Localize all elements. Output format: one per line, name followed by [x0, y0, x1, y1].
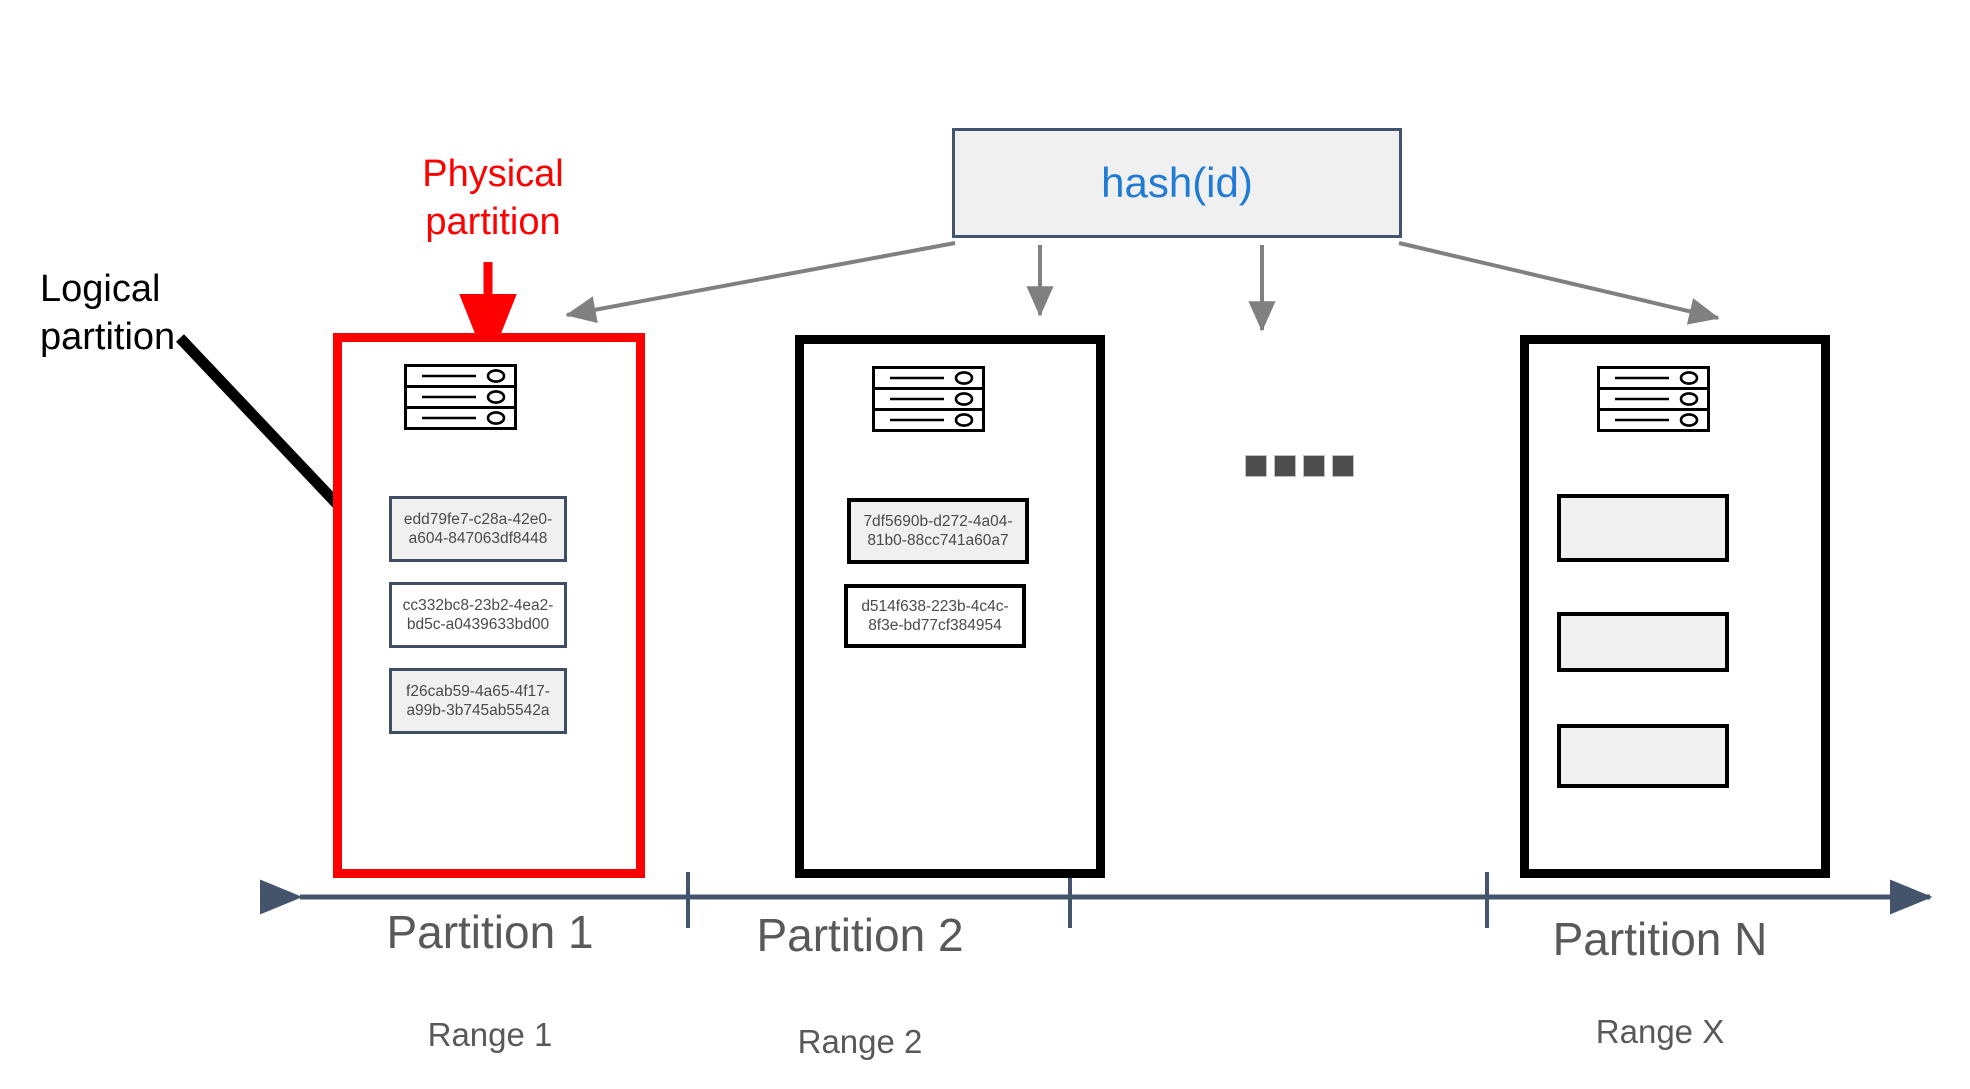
axis-group: [260, 872, 1933, 928]
partition-n-item-1[interactable]: [1557, 612, 1729, 672]
partition-1-item-0[interactable]: edd79fe7-c28a-42e0- a604-847063df8448: [389, 496, 567, 562]
logical-partition-label-line2: partition: [40, 316, 176, 358]
partition-1-item-2-line2: a99b-3b745ab5542a: [406, 702, 550, 719]
partition-1-item-1[interactable]: cc332bc8-23b2-4ea2- bd5c-a0439633bd00: [389, 582, 567, 648]
physical-partition-label: Physical partition: [398, 150, 588, 246]
axis-label-partition-1: Partition 1: [386, 906, 594, 958]
partition-2-item-1-line2: 8f3e-bd77cf384954: [868, 617, 1002, 634]
range-label-2: Range 2: [797, 1023, 923, 1060]
partition-1-container[interactable]: edd79fe7-c28a-42e0- a604-847063df8448 cc…: [333, 333, 645, 878]
logical-partition-label-line1: Logical: [40, 268, 161, 310]
partition-n-container[interactable]: [1520, 335, 1830, 878]
partition-2-item-0-line1: 7df5690b-d272-4a04-: [863, 513, 1013, 530]
physical-partition-label-line1: Physical: [422, 153, 564, 195]
partition-2-item-1-line1: d514f638-223b-4c4c-: [861, 598, 1009, 615]
server-rack-icon: [404, 364, 517, 432]
ellipsis-dot: [1274, 455, 1296, 477]
ellipsis-dot: [1245, 455, 1267, 477]
logical-partition-label: Logical partition: [40, 265, 250, 361]
ellipsis-dots: [1245, 455, 1355, 481]
hash-arrow-left: [565, 241, 956, 324]
server-rack-icon: [872, 366, 985, 434]
partition-2-item-0-line2: 81b0-88cc741a60a7: [867, 532, 1009, 549]
partition-2-item-0[interactable]: 7df5690b-d272-4a04- 81b0-88cc741a60a7: [847, 498, 1029, 564]
partition-1-item-0-line1: edd79fe7-c28a-42e0-: [403, 511, 553, 528]
hash-function-label: hash(id): [1101, 159, 1253, 206]
axis-label-partition-n: Partition N: [1552, 913, 1768, 965]
partition-2-container[interactable]: 7df5690b-d272-4a04- 81b0-88cc741a60a7 d5…: [795, 335, 1105, 878]
physical-partition-label-line2: partition: [425, 201, 561, 243]
axis-label-partition-2: Partition 2: [756, 909, 964, 961]
partition-1-item-1-line2: bd5c-a0439633bd00: [406, 616, 550, 633]
partition-n-item-0[interactable]: [1557, 494, 1729, 562]
hash-fanout-arrows: [565, 241, 1720, 332]
ellipsis-dot: [1303, 455, 1325, 477]
partition-1-item-2[interactable]: f26cab59-4a65-4f17- a99b-3b745ab5542a: [389, 668, 567, 734]
partition-1-item-1-line1: cc332bc8-23b2-4ea2-: [402, 597, 554, 614]
partition-2-item-1[interactable]: d514f638-223b-4c4c- 8f3e-bd77cf384954: [844, 584, 1026, 648]
partition-n-item-2[interactable]: [1557, 724, 1729, 788]
server-rack-icon: [1597, 366, 1710, 434]
range-label-1: Range 1: [427, 1016, 553, 1053]
range-label-x: Range X: [1595, 1013, 1725, 1050]
partition-1-item-0-line2: a604-847063df8448: [408, 530, 548, 547]
hash-arrow-right: [1398, 241, 1720, 325]
hash-function-box[interactable]: hash(id): [952, 128, 1402, 238]
ellipsis-dot: [1332, 455, 1354, 477]
partition-1-item-2-line1: f26cab59-4a65-4f17-: [406, 683, 550, 700]
